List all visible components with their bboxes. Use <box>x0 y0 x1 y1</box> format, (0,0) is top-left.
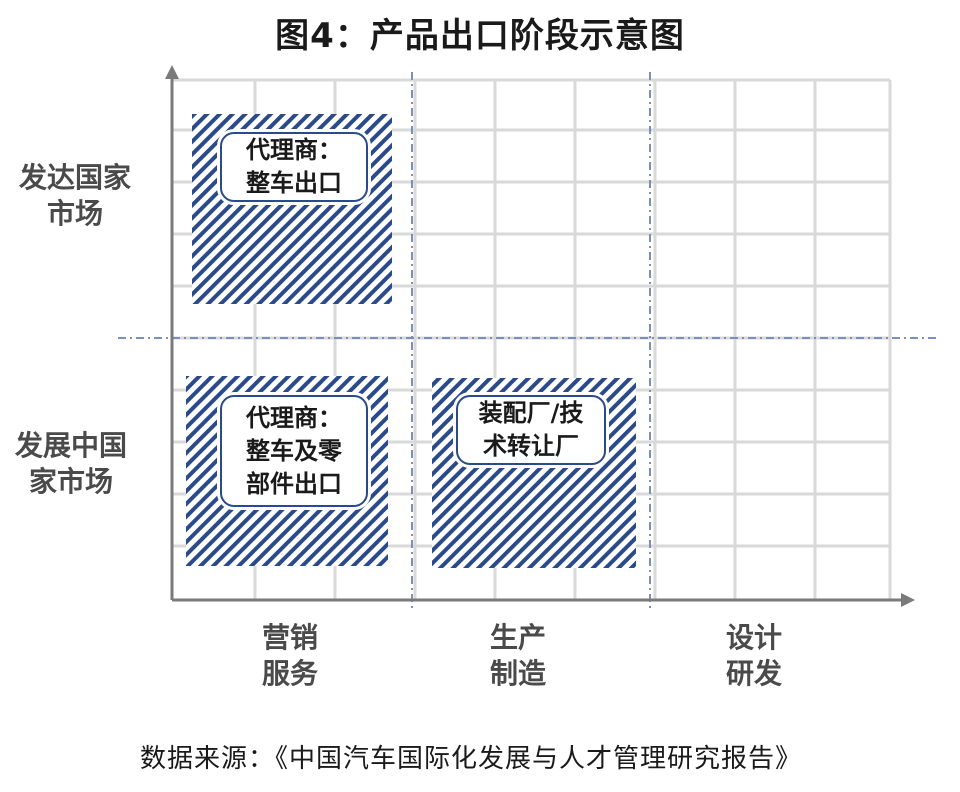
col-label-manufacturing: 生产 制造 <box>489 621 546 690</box>
source-note: 数据来源：《中国汽车国际化发展与人才管理研究报告》 <box>140 744 803 774</box>
cell-box-dealer-vehicle-parts-export: 代理商： 整车及零 部件出口 <box>220 395 368 507</box>
page-title: 图4：产品出口阶段示意图 <box>275 16 685 56</box>
row-label-developed-market: 发达国家 市场 <box>18 161 131 230</box>
row-label-developing-market: 发展中国 家市场 <box>14 429 127 498</box>
col-label-marketing-service: 营销 服务 <box>261 621 318 690</box>
cell-box-assembly-tech-transfer: 装配厂/技 术转让厂 <box>456 395 606 465</box>
quadrant-dividers <box>118 72 940 610</box>
cell-box-dealer-vehicle-export: 代理商： 整车出口 <box>220 132 368 202</box>
background-grid <box>172 78 892 600</box>
col-label-design-rd: 设计 研发 <box>725 621 782 690</box>
